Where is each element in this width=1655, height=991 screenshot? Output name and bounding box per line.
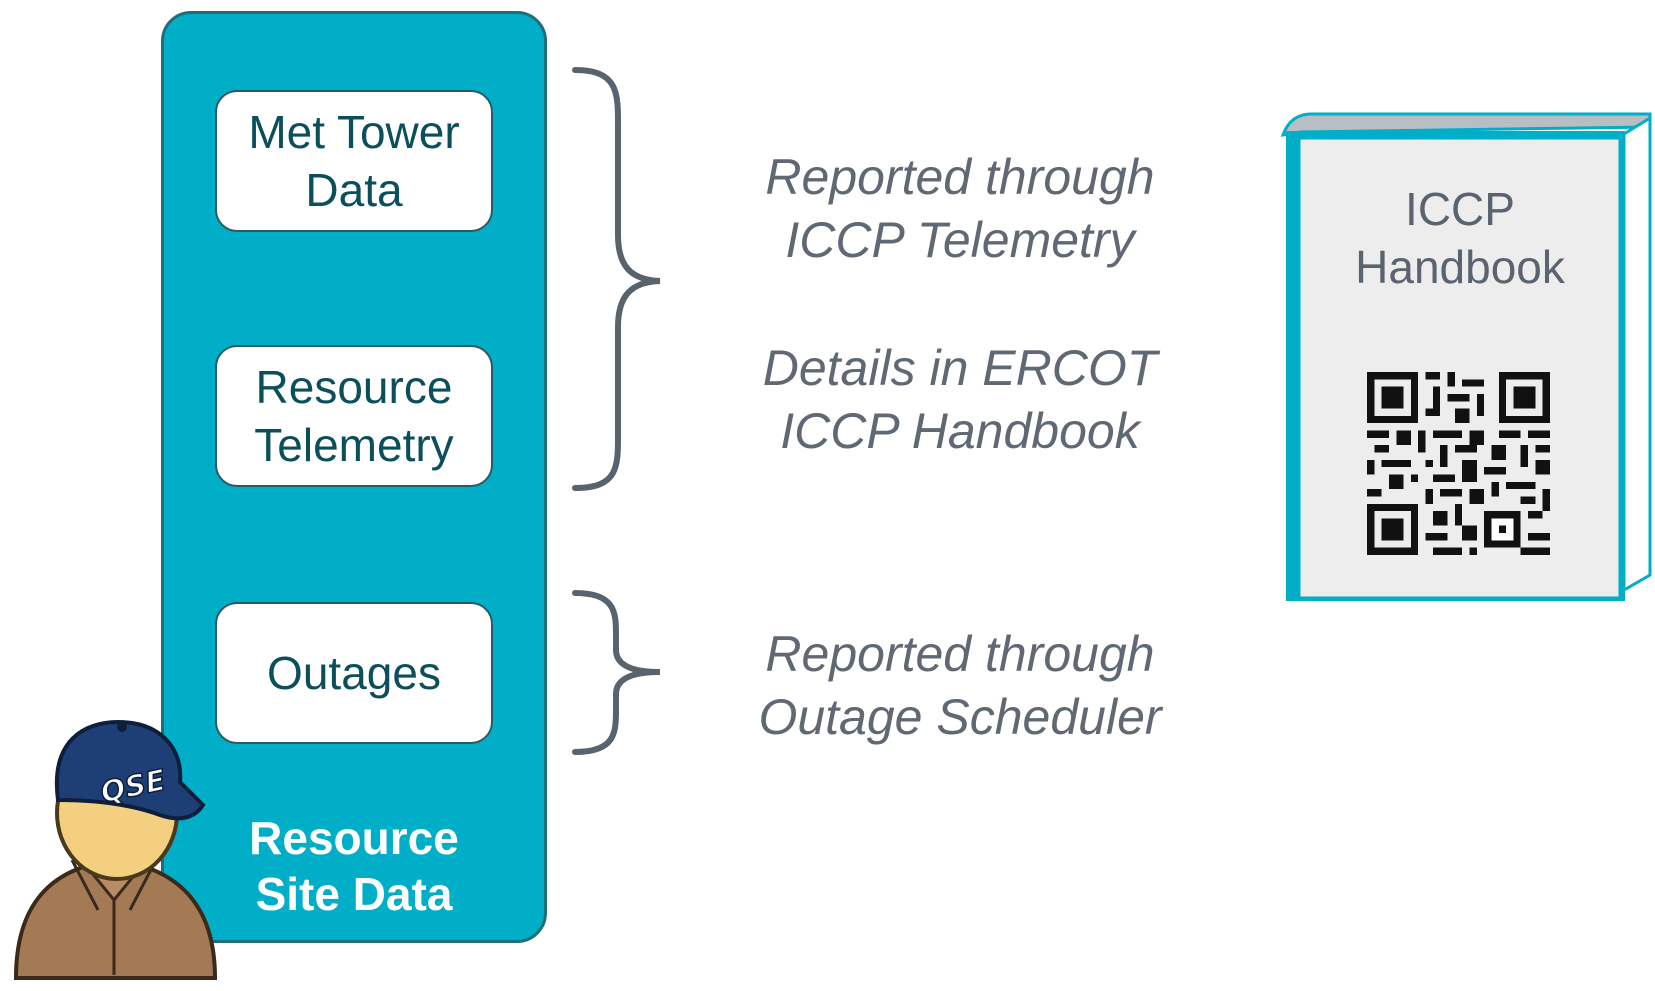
resource-telemetry-label: Resource Telemetry [254,361,454,471]
qr-code-icon [1367,372,1550,555]
brace-iccp [572,67,661,491]
outages-label: Outages [267,647,441,699]
met-tower-data-label: Met Tower Data [248,106,460,216]
note-iccp-reported: Reported through ICCP Telemetry [765,149,1155,268]
qse-person-icon: QSE [13,719,218,980]
resource-telemetry-box: Resource Telemetry [215,345,493,487]
note-iccp-details: Details in ERCOT ICCP Handbook [762,340,1158,459]
note-outage-reported: Reported through Outage Scheduler [758,626,1162,745]
met-tower-data-box: Met Tower Data [215,90,493,232]
panel-title: Resource Site Data [249,812,459,920]
braces [572,67,661,755]
handbook-title: ICCP Handbook [1355,183,1565,293]
outages-box: Outages [215,602,493,744]
brace-outage [572,590,661,755]
